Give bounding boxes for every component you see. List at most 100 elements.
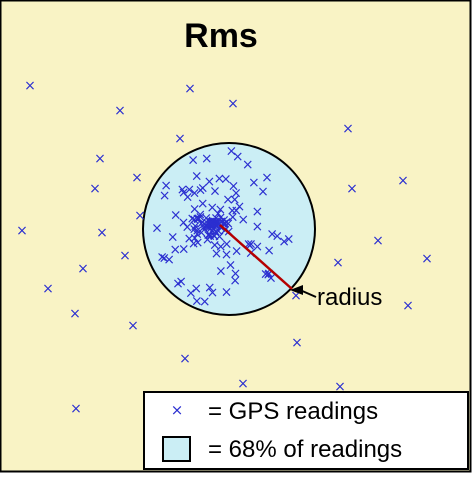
gps-reading-marker: ×	[181, 220, 193, 236]
gps-reading-marker: ×	[177, 182, 189, 198]
gps-reading-marker: ×	[198, 220, 210, 236]
gps-reading-marker: ×	[114, 103, 126, 119]
radius-arrow-icon	[290, 285, 303, 295]
gps-reading-marker: ×	[207, 215, 219, 231]
gps-reading-marker: ×	[215, 214, 227, 230]
gps-reading-marker: ×	[163, 252, 175, 268]
legend-box	[143, 391, 469, 470]
legend-circle-label: = 68% of readings	[208, 436, 402, 463]
gps-reading-marker: ×	[69, 306, 81, 322]
gps-reading-marker: ×	[179, 351, 191, 367]
gps-reading-marker: ×	[206, 217, 218, 233]
gps-reading-marker: ×	[193, 211, 205, 227]
gps-reading-marker: ×	[204, 216, 216, 232]
gps-reading-marker: ×	[332, 255, 344, 271]
gps-reading-marker: ×	[252, 204, 264, 220]
gps-reading-marker: ×	[209, 238, 221, 254]
gps-reading-marker: ×	[221, 236, 233, 252]
gps-reading-marker: ×	[214, 229, 226, 245]
gps-reading-marker: ×	[218, 213, 230, 229]
gps-reading-marker: ×	[207, 213, 219, 229]
gps-reading-marker: ×	[207, 285, 219, 301]
gps-reading-marker: ×	[213, 216, 225, 232]
radius-pointer-line	[299, 289, 317, 298]
x-mark-icon: ×	[171, 401, 184, 419]
gps-reading-marker: ×	[200, 211, 212, 227]
gps-reading-marker: ×	[127, 318, 139, 334]
gps-reading-marker: ×	[196, 225, 208, 241]
gps-reading-marker: ×	[244, 238, 256, 254]
gps-reading-marker: ×	[151, 221, 163, 237]
gps-reading-marker: ×	[167, 229, 179, 245]
gps-reading-marker: ×	[194, 207, 206, 223]
gps-reading-marker: ×	[210, 217, 222, 233]
gps-reading-marker: ×	[119, 248, 131, 264]
gps-reading-marker: ×	[207, 222, 219, 238]
gps-reading-marker: ×	[206, 215, 218, 231]
gps-reading-marker: ×	[159, 188, 171, 204]
gps-reading-marker: ×	[209, 217, 221, 233]
gps-reading-marker: ×	[178, 215, 190, 231]
gps-reading-marker: ×	[372, 233, 384, 249]
gps-reading-marker: ×	[229, 192, 241, 208]
gps-reading-marker: ×	[16, 223, 28, 239]
gps-reading-marker: ×	[187, 153, 199, 169]
gps-reading-marker: ×	[283, 232, 295, 248]
gps-reading-marker: ×	[209, 228, 221, 244]
gps-reading-marker: ×	[210, 224, 222, 240]
gps-reading-marker: ×	[178, 242, 190, 258]
gps-reading-marker: ×	[204, 214, 216, 230]
gps-reading-marker: ×	[227, 209, 239, 225]
gps-reading-marker: ×	[206, 216, 218, 232]
gps-reading-marker: ×	[191, 227, 203, 243]
gps-reading-marker: ×	[204, 174, 216, 190]
gps-reading-marker: ×	[252, 239, 264, 255]
gps-reading-marker: ×	[206, 216, 218, 232]
gps-reading-marker: ×	[206, 214, 218, 230]
gps-reading-marker: ×	[174, 131, 186, 147]
gps-reading-marker: ×	[204, 228, 216, 244]
gps-reading-marker: ×	[210, 219, 222, 235]
gps-reading-marker: ×	[191, 169, 203, 185]
gps-reading-marker: ×	[183, 231, 195, 247]
gps-reading-marker: ×	[207, 214, 219, 230]
gps-reading-marker: ×	[201, 219, 213, 235]
gps-reading-marker: ×	[204, 280, 216, 296]
gps-reading-marker: ×	[218, 216, 230, 232]
gps-reading-marker: ×	[265, 271, 277, 287]
legend: × = GPS readings = 68% of readings	[143, 391, 469, 470]
gps-reading-marker: ×	[346, 181, 358, 197]
gps-reading-marker: ×	[257, 184, 269, 200]
gps-reading-marker: ×	[158, 251, 170, 267]
gps-reading-marker: ×	[263, 243, 275, 259]
gps-readings: ××××××××××××××××××××××××××××××××××××××××…	[16, 78, 433, 417]
gps-reading-marker: ×	[214, 171, 226, 187]
gps-reading-marker: ×	[195, 183, 207, 199]
gps-reading-marker: ×	[190, 281, 202, 297]
gps-reading-marker: ×	[204, 227, 216, 243]
gps-reading-marker: ×	[261, 170, 273, 186]
gps-reading-marker: ×	[188, 236, 200, 252]
gps-reading-marker: ×	[195, 216, 207, 232]
gps-reading-marker: ×	[202, 227, 214, 243]
gps-reading-marker: ×	[231, 244, 243, 260]
gps-reading-marker: ×	[70, 401, 82, 417]
gps-reading-marker: ×	[208, 216, 220, 232]
gps-reading-marker: ×	[199, 294, 211, 310]
gps-reading-marker: ×	[204, 217, 216, 233]
gps-reading-marker: ×	[421, 251, 433, 267]
gps-reading-marker: ×	[206, 216, 218, 232]
gps-reading-marker: ×	[210, 210, 222, 226]
gps-reading-marker: ×	[248, 175, 260, 191]
gps-reading-marker: ×	[185, 286, 197, 302]
gps-reading-marker: ×	[189, 201, 201, 217]
gps-reading-marker: ×	[278, 234, 290, 250]
gps-reading-marker: ×	[218, 217, 230, 233]
diagram-title: Rms	[184, 17, 258, 55]
gps-reading-marker: ×	[212, 215, 224, 231]
gps-reading-marker: ×	[172, 276, 184, 292]
gps-reading-marker: ×	[205, 221, 217, 237]
gps-reading-marker: ×	[200, 219, 212, 235]
